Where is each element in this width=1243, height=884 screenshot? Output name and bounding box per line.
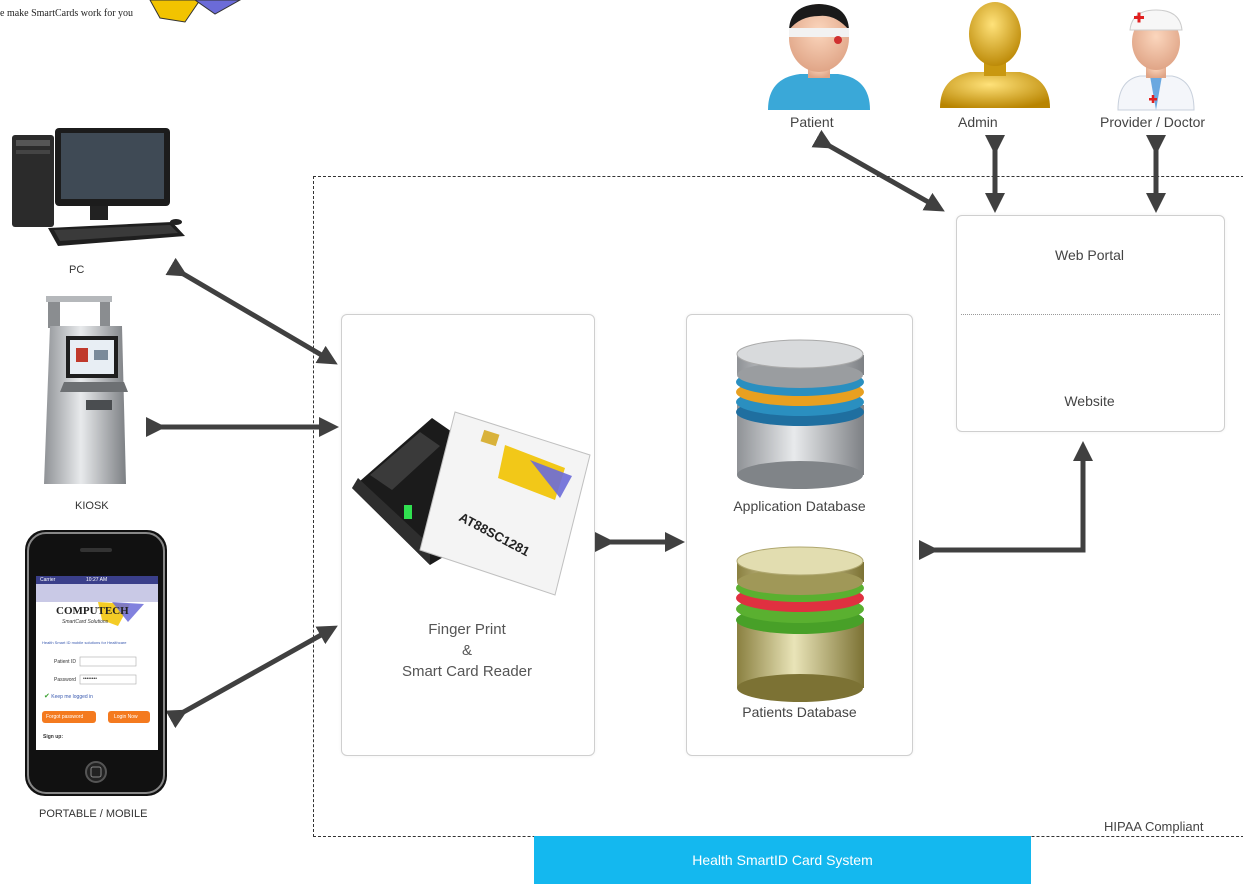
web-panel bbox=[956, 215, 1225, 432]
website-label: Website bbox=[1064, 393, 1115, 409]
mobile-brand-sub: SmartCard Solutions bbox=[62, 619, 109, 625]
company-logo: e make SmartCards work for you bbox=[0, 0, 260, 24]
patients-database-label: Patients Database bbox=[742, 704, 857, 720]
patient-label: Patient bbox=[790, 114, 834, 130]
system-banner: Health SmartID Card System bbox=[534, 836, 1031, 884]
provider-doctor-avatar-icon bbox=[1117, 9, 1195, 111]
arrow-mobile-reader bbox=[165, 625, 338, 729]
mobile-patient-id-label: Patient ID bbox=[54, 659, 76, 665]
admin-avatar-icon bbox=[940, 2, 1050, 108]
mobile-patient-id-input[interactable] bbox=[80, 657, 136, 666]
arrow-patient-web bbox=[811, 129, 945, 212]
mobile-forgot-password-button[interactable]: Forgot password bbox=[46, 714, 84, 720]
mobile-password-input[interactable]: •••••••• bbox=[83, 676, 98, 682]
tagline: e make SmartCards work for you bbox=[0, 8, 134, 19]
provider-label: Provider / Doctor bbox=[1100, 114, 1206, 130]
connection-arrows bbox=[145, 129, 1166, 729]
reader-caption-line1: Finger Print bbox=[428, 621, 506, 638]
hipaa-compliant-label: HIPAA Compliant bbox=[1104, 819, 1204, 834]
application-database-icon bbox=[736, 339, 864, 489]
patients-database-icon bbox=[736, 546, 864, 702]
logo-graphic bbox=[149, 0, 242, 23]
mobile-label: PORTABLE / MOBILE bbox=[39, 808, 148, 820]
mobile-password-label: Password bbox=[54, 677, 76, 683]
admin-label: Admin bbox=[958, 114, 998, 130]
mobile-login-button[interactable]: Login Now bbox=[114, 714, 138, 720]
mobile-signup-text: Sign up: bbox=[43, 734, 63, 740]
mobile-status-carrier: Carrier bbox=[40, 577, 56, 583]
mobile-subtitle: Health Smart ID mobile solutions for Hea… bbox=[42, 640, 127, 645]
web-panel-divider bbox=[961, 314, 1220, 315]
kiosk-icon bbox=[44, 296, 128, 484]
pc-label: PC bbox=[69, 264, 85, 276]
reader-caption-line2: & bbox=[461, 642, 472, 659]
mobile-keep-logged-label: Keep me logged in bbox=[51, 694, 93, 700]
application-database-label: Application Database bbox=[733, 498, 866, 514]
checkmark-icon: ✔ bbox=[44, 693, 50, 700]
mobile-keep-logged-checkbox[interactable]: ✔ Keep me logged in bbox=[44, 692, 93, 700]
card-reader-icon: AT88SC1281 bbox=[352, 411, 591, 596]
arrow-pc-reader bbox=[165, 257, 338, 365]
reader-caption: Finger Print & Smart Card Reader bbox=[341, 619, 593, 682]
web-portal-label: Web Portal bbox=[1055, 247, 1124, 263]
pc-icon bbox=[12, 128, 185, 246]
kiosk-label: KIOSK bbox=[75, 500, 109, 512]
patient-avatar-icon bbox=[768, 4, 870, 110]
arrow-database-web bbox=[918, 441, 1093, 560]
mobile-status-time: 10:27 AM bbox=[86, 577, 108, 583]
mobile-brand: COMPUTECH bbox=[56, 605, 129, 617]
reader-caption-line3: Smart Card Reader bbox=[401, 663, 533, 680]
